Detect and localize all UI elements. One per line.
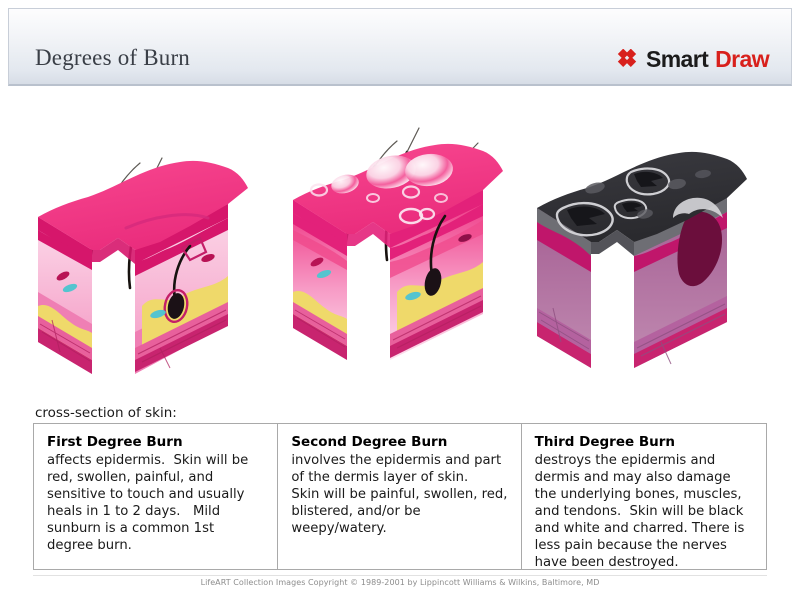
description-body: involves the epidermis and part of the d… bbox=[291, 453, 512, 537]
deep-wound bbox=[677, 211, 723, 287]
left-block bbox=[293, 200, 347, 360]
brand-name-smart: Smart bbox=[645, 46, 709, 72]
description-body: destroys the epidermis and dermis and ma… bbox=[534, 453, 749, 569]
description-cell-first-degree: First Degree Burn affects epidermis. Ski… bbox=[34, 424, 279, 569]
figures-row bbox=[0, 110, 800, 395]
right-block bbox=[390, 190, 483, 360]
left-block bbox=[537, 208, 591, 368]
eschar-marks bbox=[555, 167, 711, 237]
smartdraw-diamond-icon bbox=[617, 48, 637, 67]
description-body: affects epidermis. Skin will be red, swo… bbox=[47, 453, 253, 554]
skin-surface bbox=[38, 160, 248, 250]
page-title: Degrees of Burn bbox=[35, 45, 191, 70]
description-heading: Second Degree Burn bbox=[291, 434, 448, 450]
second-degree-skin-cross-section bbox=[283, 110, 533, 395]
description-cell-second-degree: Second Degree Burn involves the epidermi… bbox=[278, 424, 522, 569]
third-degree-illustration bbox=[537, 151, 747, 368]
description-heading: Third Degree Burn bbox=[534, 434, 676, 450]
right-block bbox=[634, 198, 727, 368]
left-block bbox=[38, 217, 92, 374]
first-degree-illustration bbox=[38, 157, 248, 374]
third-degree-skin-cross-section bbox=[527, 110, 777, 395]
footer-credit: LifeART Collection Images Copyright © 19… bbox=[200, 578, 600, 587]
second-degree-illustration bbox=[293, 127, 503, 360]
description-cell-third-degree: Third Degree Burn destroys the epidermis… bbox=[522, 424, 766, 569]
cross-section-label: cross-section of skin: bbox=[35, 405, 177, 421]
description-heading: First Degree Burn bbox=[47, 434, 183, 450]
right-block bbox=[135, 204, 228, 374]
burn-descriptions-table: First Degree Burn affects epidermis. Ski… bbox=[33, 423, 767, 570]
footer-divider bbox=[33, 575, 767, 576]
blisters bbox=[309, 153, 453, 225]
first-degree-skin-cross-section bbox=[30, 110, 280, 395]
brand-name-draw: Draw bbox=[715, 46, 769, 72]
